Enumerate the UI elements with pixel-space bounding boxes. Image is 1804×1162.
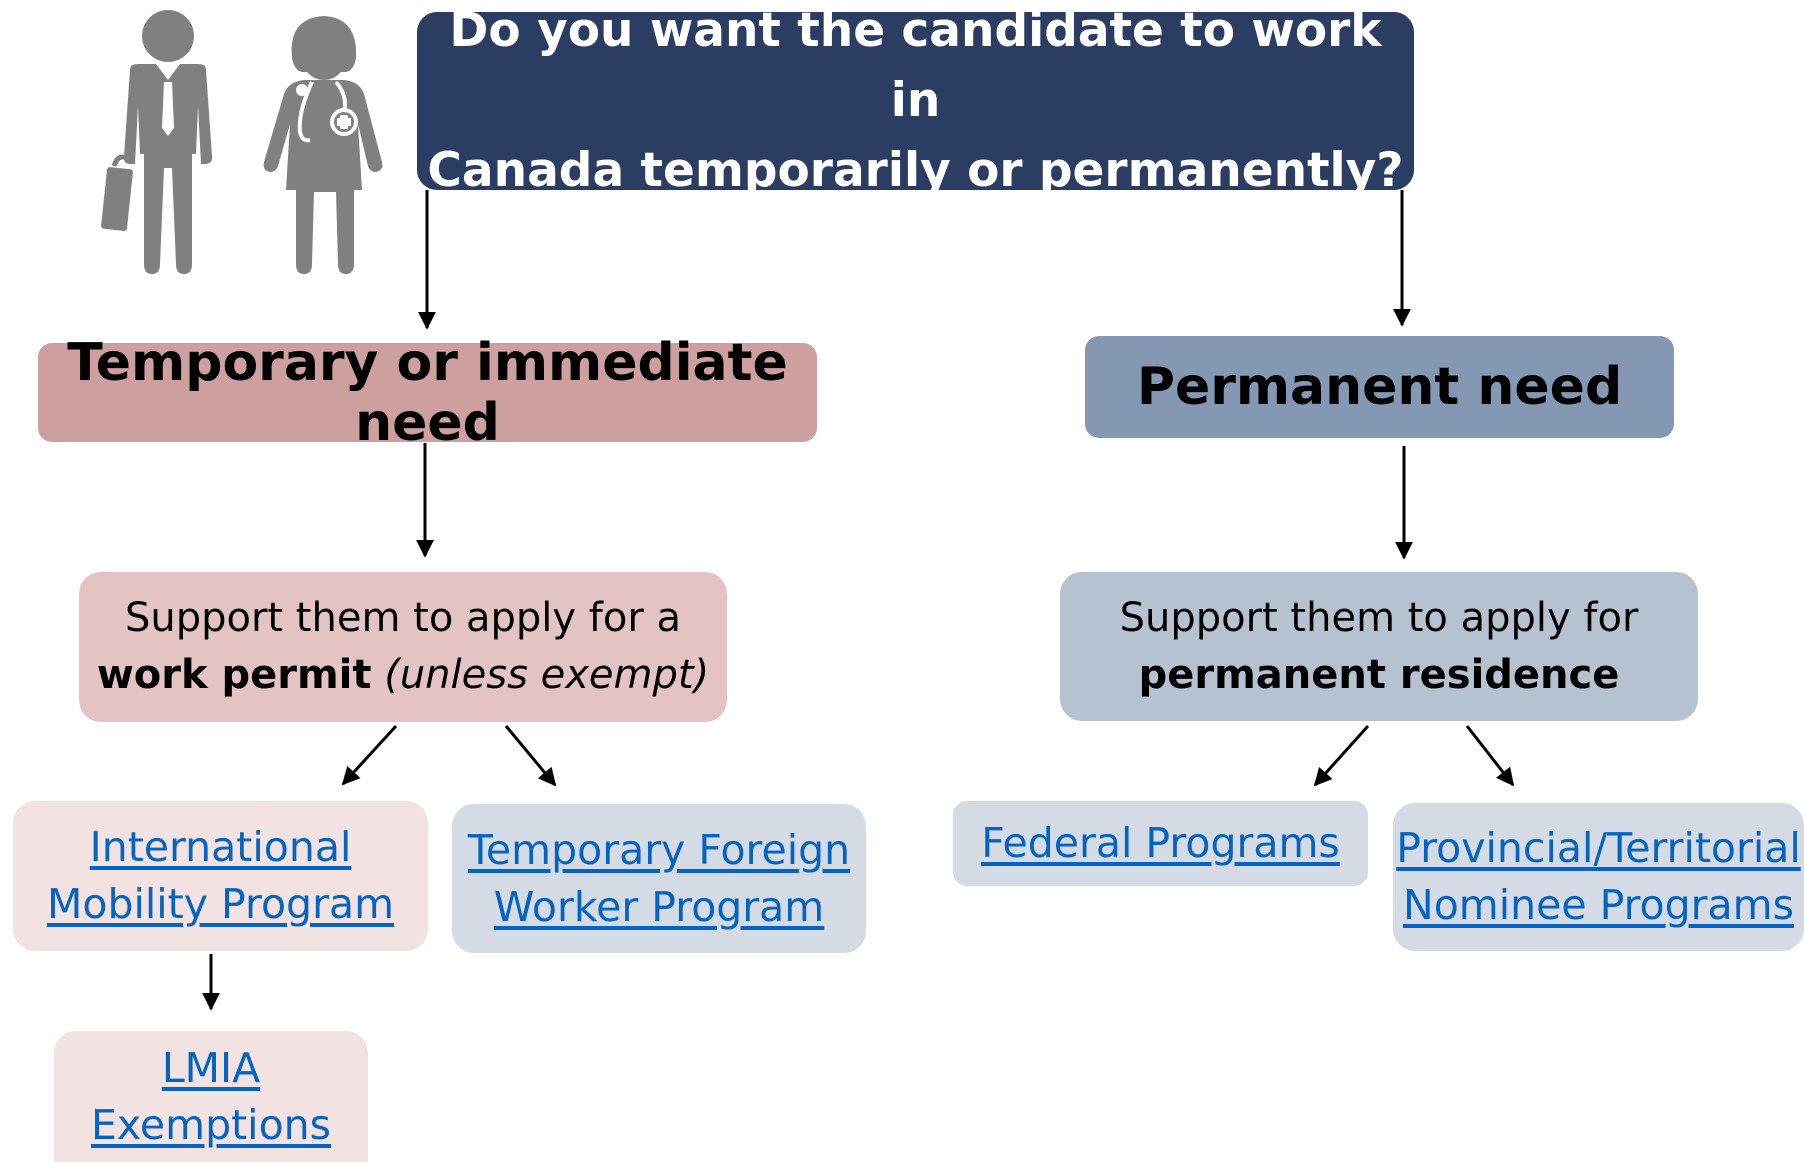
permanent-residence-term: permanent residence [1138, 651, 1620, 698]
international-mobility-program-box: International Mobility Program [13, 801, 428, 951]
provincial-territorial-nominee-programs-box: Provincial/Territorial Nominee Programs [1393, 803, 1804, 951]
businessman-icon [101, 10, 213, 274]
international-mobility-program-link[interactable]: International Mobility Program [46, 823, 395, 928]
permanent-residence-support-box: Support them to apply for permanent resi… [1060, 572, 1698, 721]
temporary-foreign-worker-program-box: Temporary Foreign Worker Program [452, 804, 866, 953]
question-box: Do you want the candidate to work in Can… [417, 3, 1414, 198]
unless-exempt-note: (unless exempt) [384, 652, 710, 698]
lmia-exemptions-link[interactable]: LMIA Exemptions [91, 1043, 331, 1149]
work-permit-term: work permit [96, 652, 372, 698]
provincial-territorial-nominee-programs-link[interactable]: Provincial/Territorial Nominee Programs [1396, 824, 1801, 929]
doctor-icon [263, 16, 383, 274]
temporary-need-box: Temporary or immediate need [38, 333, 817, 453]
question-line-2: Canada temporarily or permanently? [427, 143, 1404, 198]
arrow-support-to-federal [1313, 724, 1370, 787]
federal-programs-box: Federal Programs [953, 801, 1368, 886]
arrow-support-to-tfw [504, 725, 557, 787]
federal-programs-link[interactable]: Federal Programs [981, 819, 1340, 867]
temporary-need-title: Temporary or immediate need [67, 332, 788, 453]
permanent-residence-support-line: Support them to apply for [1119, 594, 1639, 641]
permanent-need-title: Permanent need [1136, 357, 1623, 417]
work-permit-support-line: Support them to apply for a [124, 595, 682, 641]
permanent-need-box: Permanent need [1085, 336, 1674, 438]
arrow-support-to-imp [341, 724, 398, 786]
work-permit-support-emphasis: work permit (unless exempt) [97, 647, 709, 704]
work-permit-support-box: Support them to apply for a work permit … [79, 572, 727, 722]
lmia-exemptions-box: LMIA Exemptions [54, 1031, 368, 1162]
question-line-1: Do you want the candidate to work in [449, 3, 1382, 128]
arrow-support-to-pnp [1465, 725, 1515, 787]
temporary-foreign-worker-program-link[interactable]: Temporary Foreign Worker Program [467, 825, 851, 931]
